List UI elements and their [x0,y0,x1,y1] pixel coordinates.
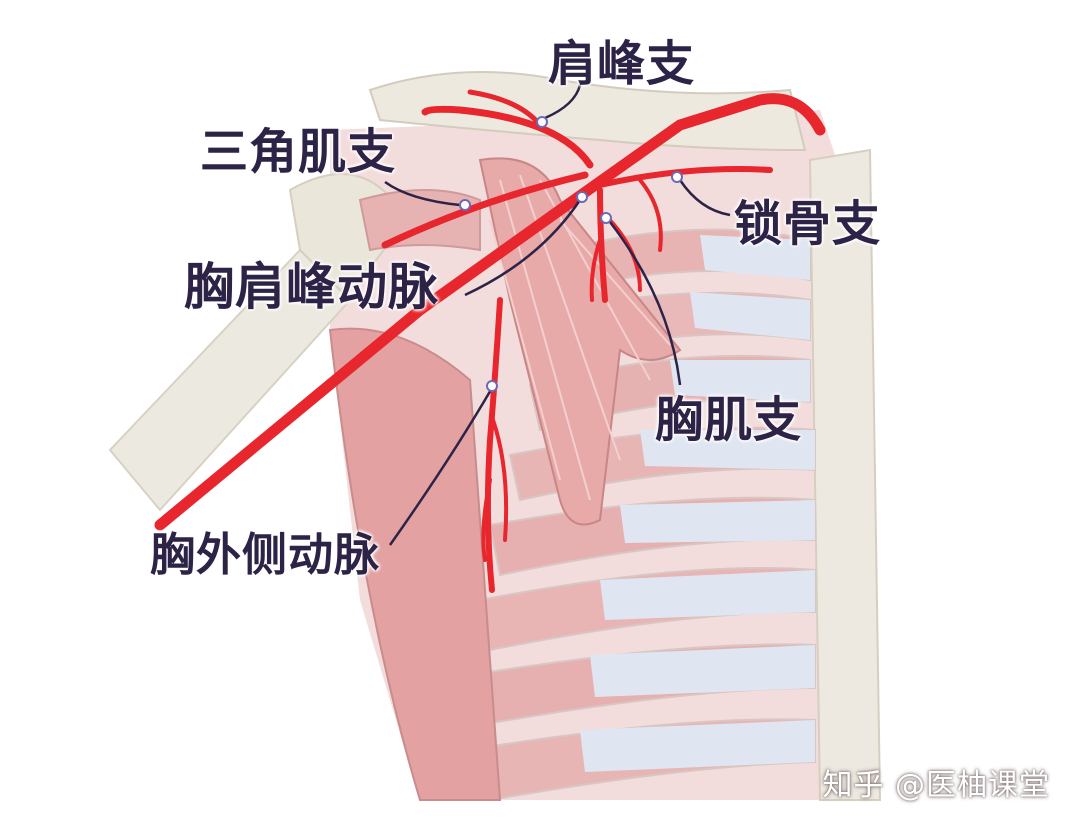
leader-deltoid [384,180,461,207]
leader-thoraco [464,199,582,297]
clavicular-branch-artery [597,166,773,188]
deltoid-branch-artery [381,171,589,249]
leader-lateral [388,387,494,546]
thoracoacromial-branches [381,89,773,303]
label-pectoral-branch: 胸肌支 [655,392,803,448]
leader-clavicular [678,179,731,217]
label-acromial-branch: 肩峰支 [548,36,696,92]
axillary-artery [154,93,826,531]
acromial-branch-artery [421,105,594,169]
label-thoracoacromial-artery: 胸肩峰动脉 [184,258,439,316]
watermark: 知乎 @医柚课堂 [822,768,1050,803]
label-clavicular-branch: 锁骨支 [734,196,882,252]
humerus-bone [108,248,352,512]
leader-acromial [544,84,582,120]
label-lateral-thoracic-artery: 胸外侧动脉 [150,528,381,581]
pectoralis-minor [478,157,682,526]
leader-lines [384,84,731,546]
leader-markers [459,116,683,392]
label-deltoid-branch: 三角肌支 [200,124,397,180]
lateral-thoracic-artery-vessel [481,297,509,593]
sternum [808,148,882,801]
leader-pectoral [609,221,682,386]
